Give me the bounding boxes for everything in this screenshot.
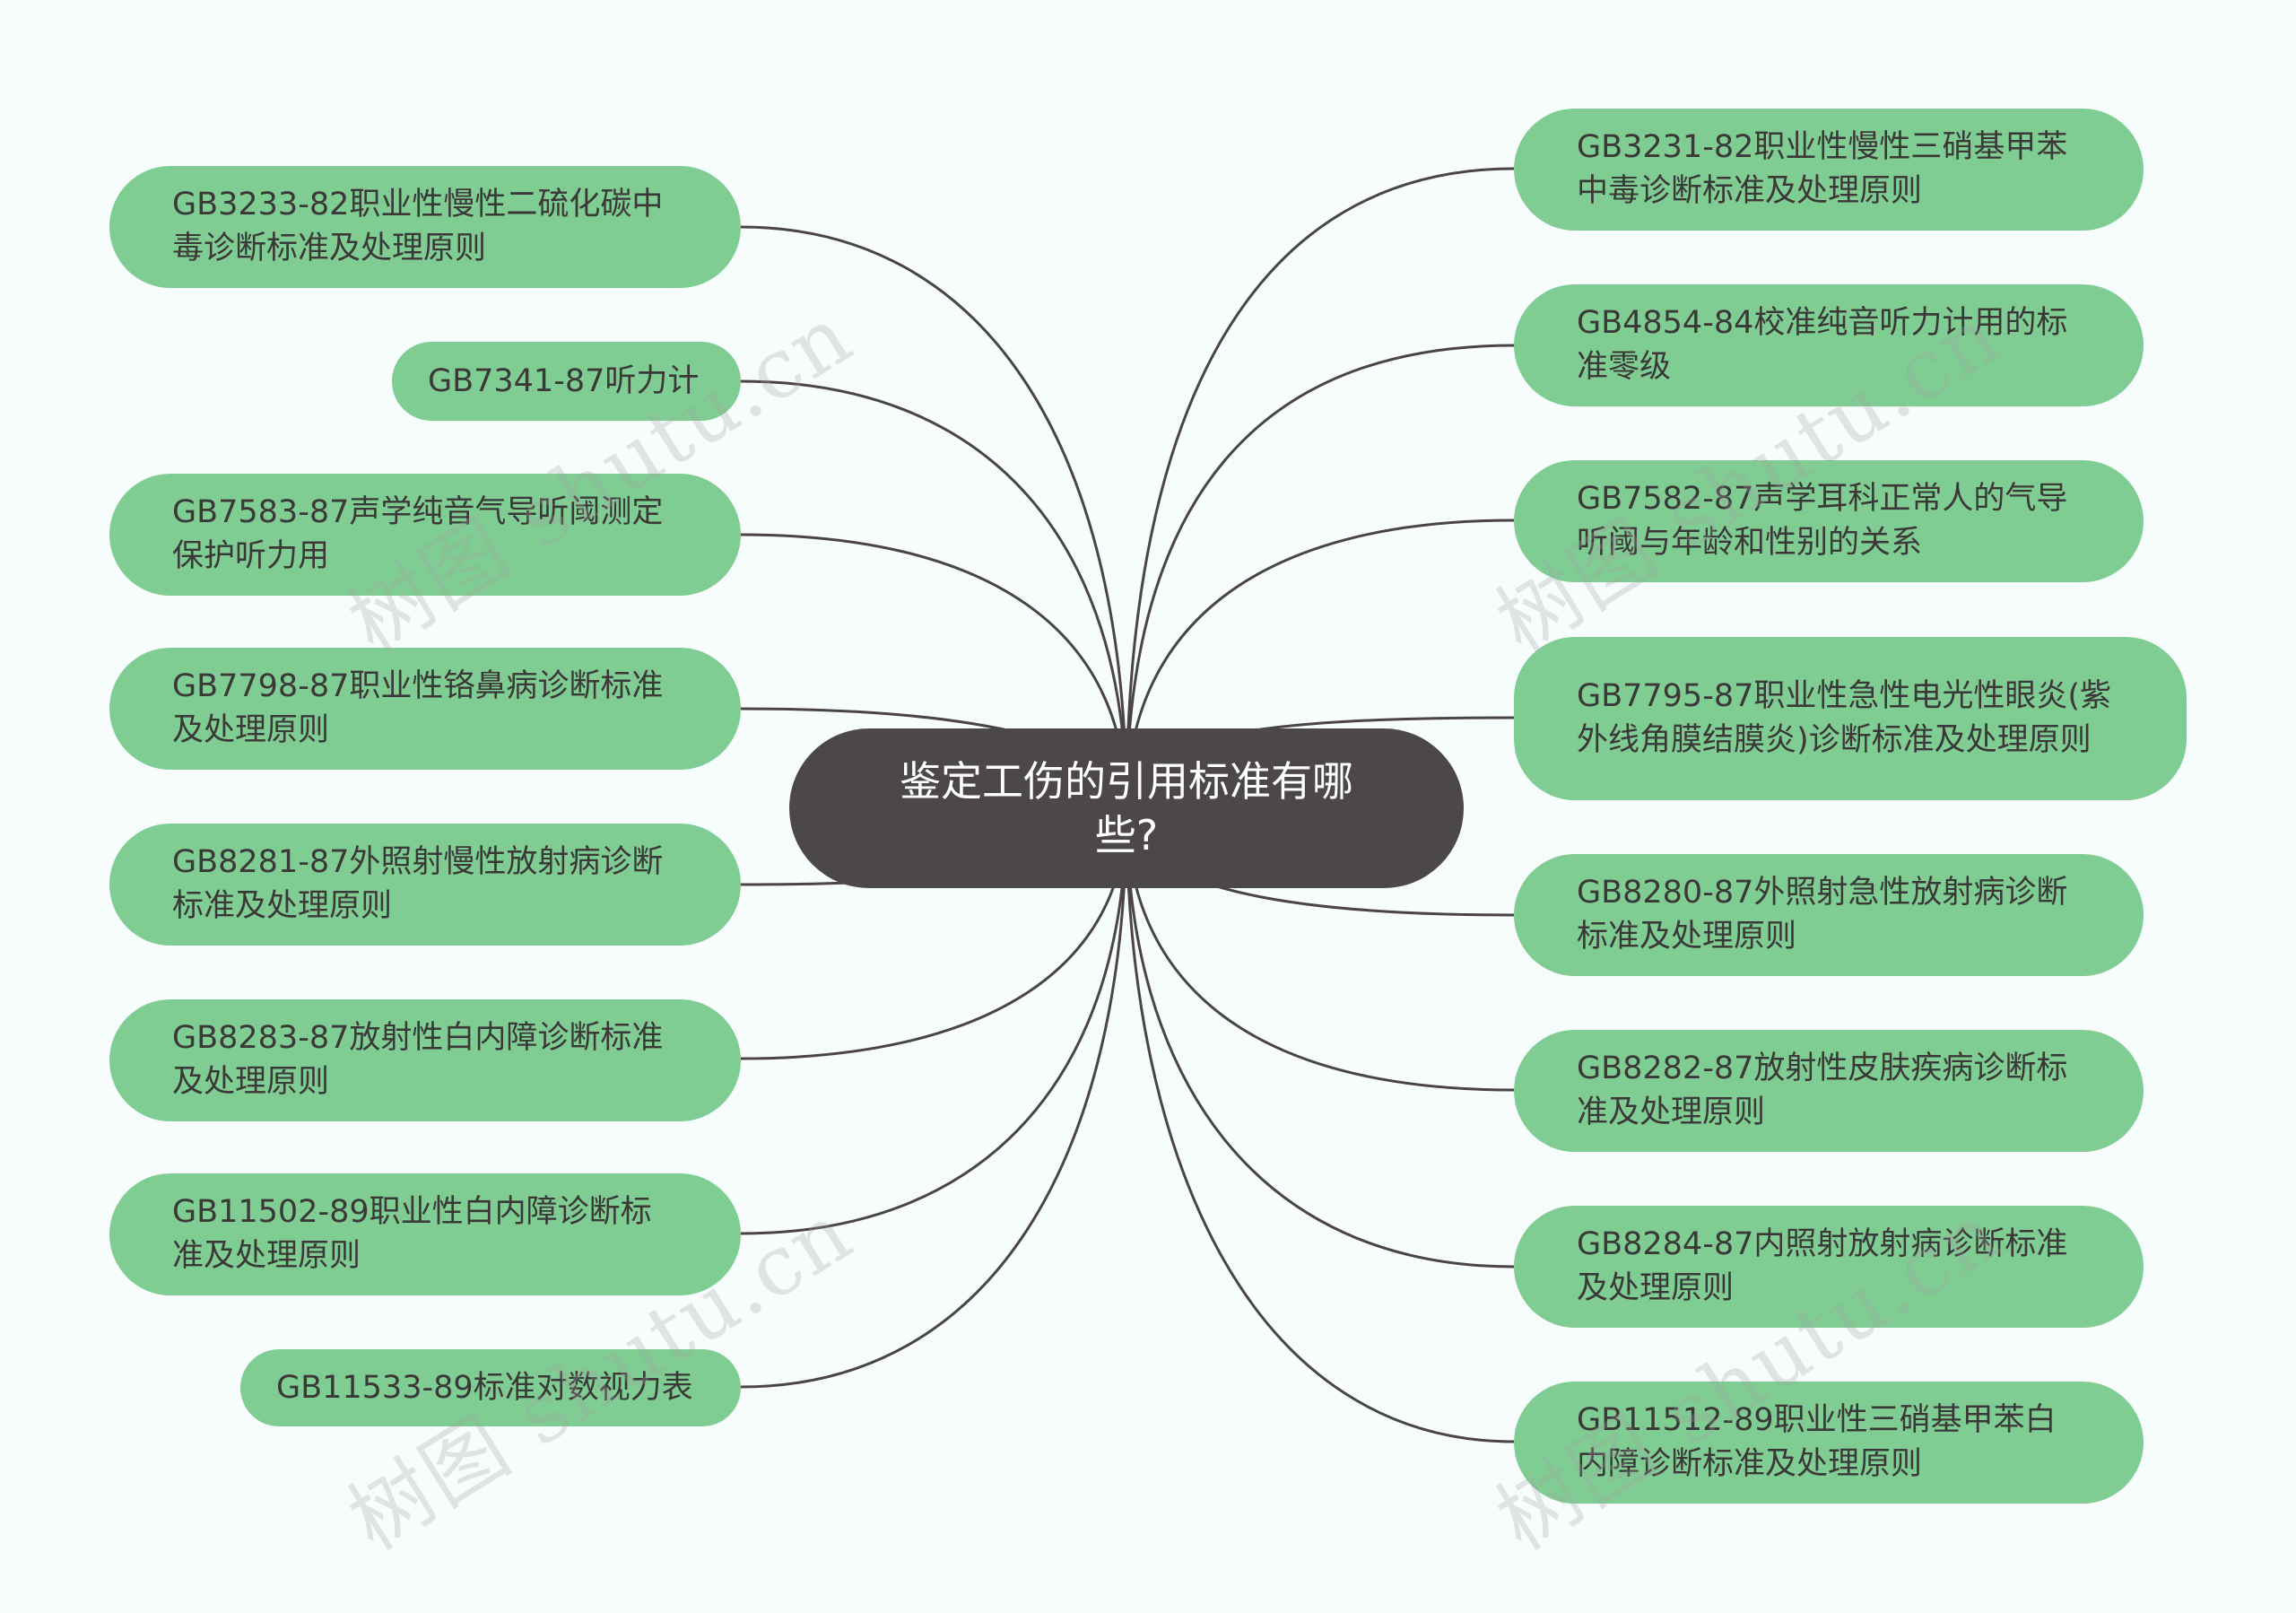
topic-node-left-2[interactable]: GB7583-87声学纯音气导听阈测定保护听力用 bbox=[109, 474, 741, 596]
topic-node-right-1[interactable]: GB4854-84校准纯音听力计用的标准零级 bbox=[1514, 284, 2144, 406]
connector-left-6 bbox=[740, 807, 1128, 1235]
connector-right-0 bbox=[1125, 167, 1515, 809]
connector-left-0 bbox=[740, 225, 1128, 809]
connector-right-7 bbox=[1125, 807, 1515, 1443]
topic-node-left-7[interactable]: GB11533-89标准对数视力表 bbox=[240, 1349, 741, 1426]
topic-node-right-7[interactable]: GB11512-89职业性三硝基甲苯白内障诊断标准及处理原则 bbox=[1514, 1382, 2144, 1504]
connector-right-1 bbox=[1125, 344, 1515, 809]
topic-node-right-3[interactable]: GB7795-87职业性急性电光性眼炎(紫外线角膜结膜炎)诊断标准及处理原则 bbox=[1514, 637, 2187, 800]
central-topic[interactable]: 鉴定工伤的引用标准有哪些? bbox=[789, 728, 1464, 888]
topic-node-left-3[interactable]: GB7798-87职业性铬鼻病诊断标准及处理原则 bbox=[109, 648, 741, 770]
topic-node-left-0[interactable]: GB3233-82职业性慢性二硫化碳中毒诊断标准及处理原则 bbox=[109, 166, 741, 288]
topic-node-right-6[interactable]: GB8284-87内照射放射病诊断标准及处理原则 bbox=[1514, 1206, 2144, 1328]
topic-node-left-1[interactable]: GB7341-87听力计 bbox=[392, 342, 741, 421]
topic-node-right-4[interactable]: GB8280-87外照射急性放射病诊断标准及处理原则 bbox=[1514, 854, 2144, 976]
topic-node-right-0[interactable]: GB3231-82职业性慢性三硝基甲苯中毒诊断标准及处理原则 bbox=[1514, 109, 2144, 231]
topic-node-right-5[interactable]: GB8282-87放射性皮肤疾病诊断标准及处理原则 bbox=[1514, 1030, 2144, 1152]
connector-right-6 bbox=[1125, 807, 1515, 1269]
topic-node-left-6[interactable]: GB11502-89职业性白内障诊断标准及处理原则 bbox=[109, 1173, 741, 1295]
connector-left-7 bbox=[740, 807, 1128, 1389]
connector-left-1 bbox=[740, 379, 1128, 809]
topic-node-left-4[interactable]: GB8281-87外照射慢性放射病诊断标准及处理原则 bbox=[109, 824, 741, 946]
topic-node-right-2[interactable]: GB7582-87声学耳科正常人的气导听阈与年龄和性别的关系 bbox=[1514, 460, 2144, 582]
topic-node-left-5[interactable]: GB8283-87放射性白内障诊断标准及处理原则 bbox=[109, 999, 741, 1121]
